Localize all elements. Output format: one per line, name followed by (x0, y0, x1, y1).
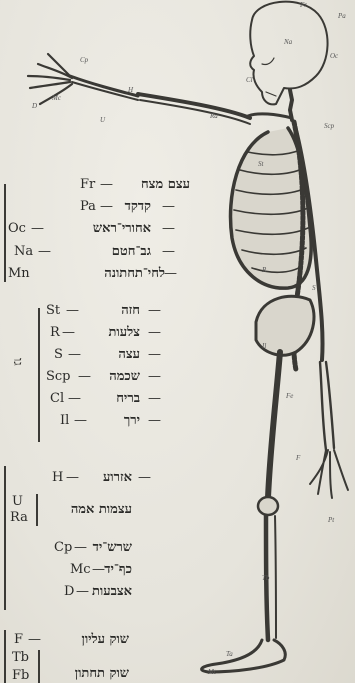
legend-abbr: Na (14, 244, 33, 259)
legend-name: עצם מצח (141, 177, 190, 192)
legend-abbr: Cl (50, 391, 64, 406)
leg-group-bracket (4, 630, 6, 683)
legend-abbr: U (12, 494, 23, 509)
legend-name: אצבעות (92, 584, 132, 599)
legend-name: שכמה (109, 369, 140, 384)
legend-abbr: Fr (80, 177, 95, 192)
legend-name: ירך (124, 413, 140, 428)
legend-dash: — (148, 391, 161, 406)
legend-abbr: Scp (46, 369, 71, 384)
skull-group-bracket (4, 184, 6, 282)
legend-dash: — (100, 177, 113, 192)
legend-name: חזה (121, 303, 140, 318)
legend-dash: — (66, 470, 79, 485)
forearm-bracket (36, 494, 38, 526)
legend-name: בריח (116, 391, 140, 406)
legend-dash: — (68, 391, 81, 406)
legend-abbr: St (46, 303, 60, 318)
legend-name: שוק עליון (82, 632, 130, 647)
legend-name: קדקד (125, 199, 151, 214)
legend-dash: — (148, 325, 161, 340)
legend-dash: — (76, 584, 89, 599)
legend-abbr: Mc (70, 562, 91, 577)
legend-dash: — (162, 244, 175, 259)
legend-name: צלעות (108, 325, 140, 340)
legend-dash: — (164, 266, 177, 281)
legend-dash: — (148, 369, 161, 384)
legend-abbr: H (52, 470, 63, 485)
legend-name: עצה (118, 347, 140, 362)
shin-bracket (38, 650, 40, 683)
legend-abbr: Tb (12, 650, 29, 665)
legend-abbr: F (14, 632, 23, 647)
legend-name: שוק תחתון (75, 666, 129, 681)
legend-dash: — (92, 562, 105, 577)
legend-name: גב־חטם (112, 244, 151, 259)
legend-dash: — (31, 221, 44, 236)
legend-name: לחי־תחתונה (104, 266, 165, 281)
legend-dash: — (62, 325, 75, 340)
trunk-group-bracket (38, 308, 40, 442)
legend-dash: — (66, 303, 79, 318)
legend-abbr: S (54, 347, 63, 362)
legend-abbr: Fb (12, 668, 29, 683)
legend-dash: — (148, 303, 161, 318)
legend-dash: — (68, 347, 81, 362)
legend-abbr: Ra (10, 510, 28, 525)
legend-dash: — (38, 244, 51, 259)
legend-dash: — (138, 470, 151, 485)
legend-abbr: Mn (8, 266, 30, 281)
legend-name: שרש־יד (93, 540, 132, 555)
legend-dash: — (148, 347, 161, 362)
legend-dash: — (74, 540, 87, 555)
legend-abbr: Il (60, 413, 69, 428)
legend-name: כף־יד (104, 562, 132, 577)
trunk-side-label: גו (9, 358, 25, 366)
legend-name: עצמות אמה (71, 502, 132, 517)
legend-dash: — (148, 413, 161, 428)
legend-dash: — (28, 632, 41, 647)
legend-dash: — (78, 369, 91, 384)
legend-name: אחורי־ראש (93, 221, 151, 236)
legend-dash: — (162, 221, 175, 236)
arm-group-bracket (4, 466, 6, 610)
legend-dash: — (100, 199, 113, 214)
legend-abbr: Cp (54, 540, 72, 555)
legend-name: אזרוע (103, 470, 132, 485)
legend-dash: — (74, 413, 87, 428)
legend-dash: — (162, 199, 175, 214)
legend-abbr: D (64, 584, 74, 599)
legend-abbr: R (50, 325, 60, 340)
legend-abbr: Pa (80, 199, 96, 214)
legend-abbr: Oc (8, 221, 26, 236)
